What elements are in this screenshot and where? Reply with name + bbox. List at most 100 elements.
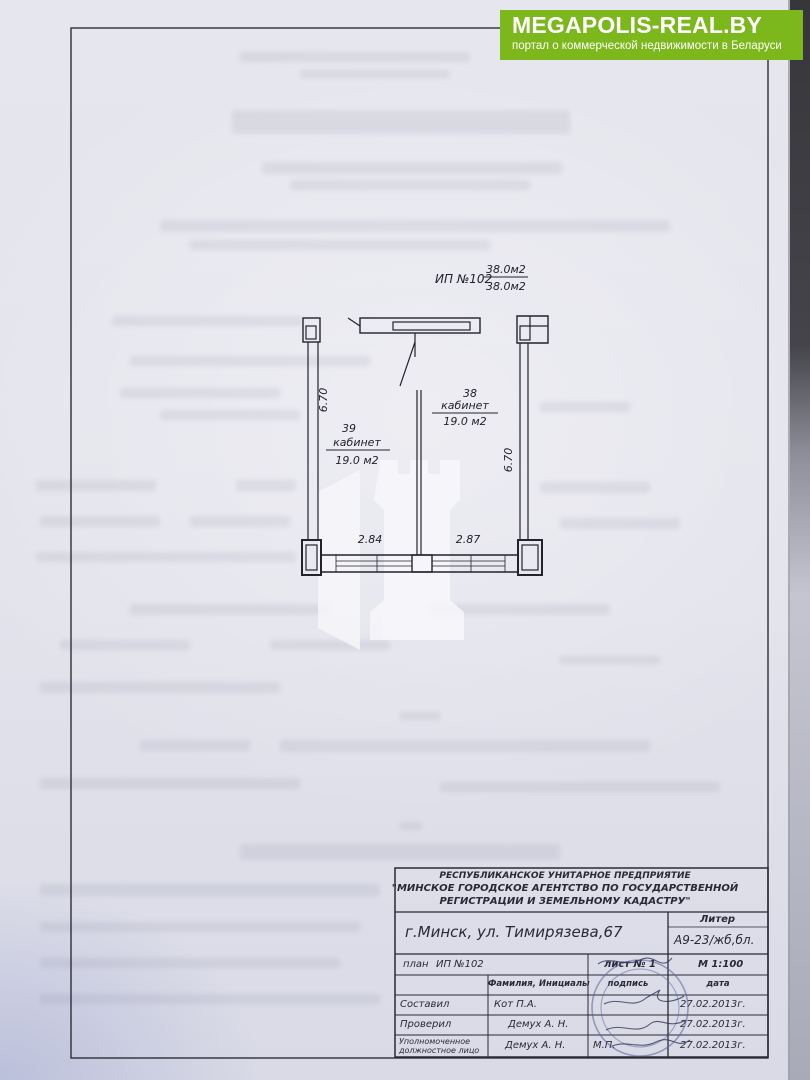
faded-line: [40, 958, 340, 968]
page-frame: [70, 27, 769, 1059]
column-bottom-right-inner: [521, 544, 539, 571]
faded-line: [400, 822, 422, 830]
faded-line: [130, 604, 330, 615]
faded-line: [40, 778, 300, 789]
door-leaf: [399, 341, 416, 387]
top-wall-stub: [347, 317, 361, 327]
faded-heading: [240, 844, 560, 860]
room-38-number: 38: [463, 387, 477, 400]
row-role: Уполномоченное должностное лицо: [399, 1037, 480, 1055]
dimension-left-height: 6.70: [317, 388, 330, 413]
liter-value: А9-23/жб,бл.: [674, 933, 755, 947]
watermark-slant: [318, 470, 360, 650]
column-top-right: [516, 315, 549, 344]
faded-line: [190, 240, 490, 250]
faded-line: [112, 316, 302, 326]
column-name-header: Фамилия, Инициалы: [488, 979, 590, 989]
faded-line: [540, 482, 650, 493]
faded-line: [300, 70, 450, 78]
dimension-left-width: 2.84: [358, 533, 383, 546]
title-block-border: [394, 867, 769, 1058]
faded-line: [160, 410, 300, 420]
faded-line: [400, 712, 440, 720]
faded-line: [280, 740, 650, 752]
row-name: Демух А. Н.: [505, 1040, 566, 1051]
org-line-3: РЕГИСТРАЦИИ И ЗЕМЕЛЬНОМУ КАДАСТРУ": [439, 896, 691, 907]
unit-area-bottom: 38.0м2: [486, 280, 526, 293]
row-seal-mark: М.П.: [593, 1040, 616, 1051]
partition-bottom-block: [411, 554, 433, 573]
org-line-2: "МИНСКОЕ ГОРОДСКОЕ АГЕНТСТВО ПО ГОСУДАРС…: [391, 883, 739, 894]
faded-line: [560, 518, 680, 529]
faded-line: [290, 180, 530, 190]
row-date: 27.02.2013г.: [680, 1019, 746, 1030]
column-top-left: [302, 317, 321, 343]
stamp-inner-ring: [600, 968, 680, 1048]
org-line-1: РЕСПУБЛИКАНСКОЕ УНИТАРНОЕ ПРЕДПРИЯТИЕ: [439, 871, 691, 881]
faded-line: [60, 640, 190, 650]
signature: [597, 957, 691, 1047]
column-bottom-left-inner: [305, 544, 318, 571]
underlying-paper-stack: [790, 0, 810, 1080]
column-sign-header: подпись: [607, 979, 649, 989]
unit-area-top: 38.0м2: [486, 263, 526, 276]
faded-line: [240, 52, 470, 62]
column-top-left-inner: [305, 325, 317, 340]
title-block-grid: [394, 867, 769, 1058]
faded-line: [236, 480, 296, 491]
faded-line: [40, 922, 360, 932]
row-name: Демух А. Н.: [508, 1019, 569, 1030]
faded-line: [270, 640, 390, 650]
faded-line: [140, 740, 250, 751]
banner-subtitle: портал о коммерческой недвижимости в Бел…: [512, 40, 782, 52]
faded-line: [36, 552, 296, 562]
faded-line: [190, 516, 290, 527]
site-banner: MEGAPOLIS-REAL.BY портал о коммерческой …: [500, 10, 803, 60]
faded-line: [40, 994, 380, 1004]
room-38-name: кабинет: [441, 399, 489, 412]
faded-line: [540, 402, 630, 412]
scale: М 1:100: [698, 959, 744, 970]
faded-line: [40, 516, 160, 527]
faded-line: [40, 884, 380, 896]
row-name: Кот П.А.: [494, 999, 537, 1010]
sheet-number: лист № 1: [604, 959, 657, 970]
faded-line: [130, 356, 370, 366]
signature-stroke: [605, 1019, 687, 1031]
column-date-header: дата: [706, 979, 730, 989]
room-38-area: 19.0 м2: [443, 415, 486, 428]
liter-label: Литер: [700, 914, 736, 925]
banner-title: MEGAPOLIS-REAL.BY: [512, 12, 763, 38]
room-39-number: 39: [342, 422, 356, 435]
row-role: Составил: [400, 999, 450, 1010]
column-top-right-inner: [519, 316, 548, 341]
plan-value: ИП №102: [436, 959, 484, 970]
faded-line: [120, 388, 280, 398]
faded-line: [430, 604, 610, 615]
top-wall-inner: [392, 321, 471, 331]
address: г.Минск, ул. Тимирязева,67: [405, 923, 623, 941]
row-date: 27.02.2013г.: [680, 999, 746, 1010]
dimension-right-height: 6.70: [502, 448, 515, 473]
faded-heading: [232, 110, 570, 134]
dimension-right-width: 2.87: [456, 533, 481, 546]
faded-line: [36, 480, 156, 491]
column-bottom-left: [301, 539, 322, 576]
signature-stroke: [597, 957, 673, 965]
faded-line: [440, 782, 720, 792]
unit-id-label: ИП №102: [435, 272, 492, 286]
row-date: 27.02.2013г.: [680, 1040, 746, 1051]
top-wall: [359, 317, 481, 334]
paper-edge-line: [788, 0, 790, 1080]
room-39-area: 19.0 м2: [335, 454, 378, 467]
signature-stroke: [603, 989, 685, 1005]
faded-line: [262, 162, 562, 174]
row-role: Проверил: [400, 1019, 452, 1030]
faded-line: [560, 656, 660, 664]
plan-label: план: [403, 959, 429, 970]
room-39-name: кабинет: [333, 436, 381, 449]
floor-plan: [301, 315, 549, 576]
faded-line: [160, 220, 670, 232]
